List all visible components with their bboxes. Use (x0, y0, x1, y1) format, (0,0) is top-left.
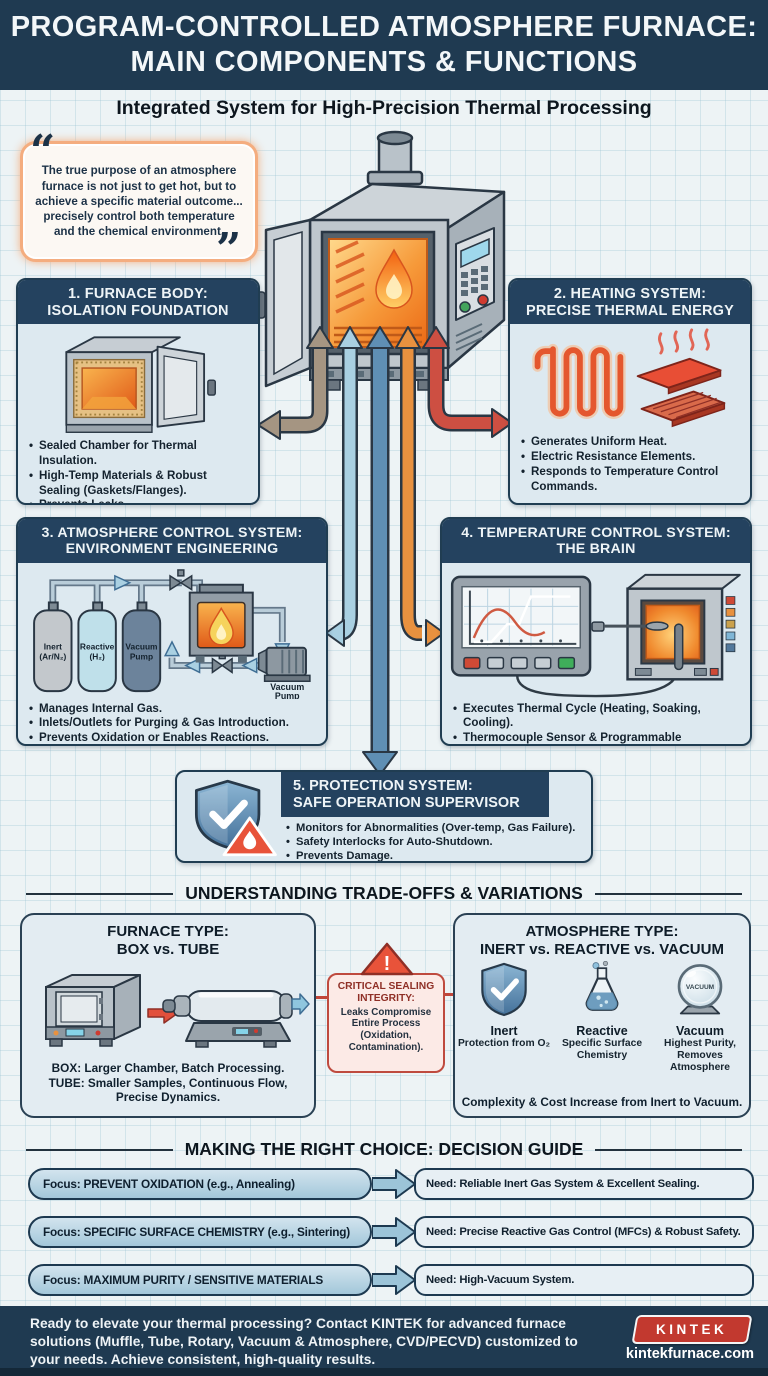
section-5-protection-system: 5. PROTECTION SYSTEM: SAFE OPERATION SUP… (175, 770, 593, 863)
page-subtitle: Integrated System for High-Precision The… (116, 97, 652, 119)
sealing-body: Leaks Compromise Entire Process (Oxidati… (340, 1006, 432, 1053)
bullet: Executes Thermal Cycle (Heating, Soaking… (452, 702, 742, 731)
shield-check-fire-icon (194, 779, 277, 857)
footer-url: kintekfurnace.com (625, 1346, 755, 1362)
footer-cta-text: Ready to elevate your thermal processing… (30, 1316, 578, 1368)
bullet: Prevents Damage. (285, 849, 585, 861)
svg-text:Pump: Pump (275, 691, 300, 699)
tube-label: TUBE: (48, 1075, 85, 1090)
bullet: Generates Uniform Heat. (520, 435, 742, 450)
svg-text:(Ar/N₂): (Ar/N₂) (39, 651, 66, 661)
page-title-line1: PROGRAM-CONTROLLED ATMOSPHERE FURNACE: (10, 10, 758, 43)
section-3-bullets: Manages Internal Gas. Inlets/Outlets for… (28, 702, 318, 744)
decision-row-1-need: Need: Reliable Inert Gas System & Excell… (414, 1168, 754, 1200)
sealing-connector-left (313, 996, 329, 999)
bullet: Safety Interlocks for Auto-Shutdown. (285, 835, 585, 849)
bullet: Prevents Leaks. (28, 498, 250, 503)
box-vs-tube-icon (45, 974, 310, 1048)
decision-row-2-need: Need: Precise Reactive Gas Control (MFCs… (414, 1216, 754, 1248)
decision-row-2-focus: Focus: SPECIFIC SURFACE CHEMISTRY (e.g.,… (28, 1216, 372, 1248)
svg-text:Pump: Pump (130, 651, 153, 661)
bullet: Thermocouple Sensor & Programmable Contr… (452, 731, 742, 744)
flask-icon (585, 960, 619, 1011)
tradeoffs-heading: UNDERSTANDING TRADE-OFFS & VARIATIONS (185, 883, 583, 903)
bullet: Electric Resistance Elements. (520, 450, 742, 465)
flame-icon (375, 248, 413, 309)
cylinder-vacuum-label: Vacuum (125, 641, 157, 651)
section-2-bullets: Generates Uniform Heat. Electric Resista… (520, 435, 742, 494)
footer-bottom-strip (0, 1368, 768, 1376)
bullet: Manages Internal Gas. (28, 702, 318, 717)
section-4-header: 4. TEMPERATURE CONTROL SYSTEM: THE BRAIN (442, 519, 750, 563)
decision-arrow-icon (372, 1217, 416, 1247)
section-3-header: 3. ATMOSPHERE CONTROL SYSTEM: ENVIRONMEN… (18, 519, 326, 563)
gas-system-icon: Inert (Ar/N₂) Reactive (H₂) Vacuum Pump … (33, 568, 311, 699)
sealing-warning-box: CRITICAL SEALING INTEGRITY: Leaks Compro… (327, 973, 445, 1073)
open-quote-icon: “ (30, 126, 56, 177)
cylinder-inert-label: Inert (44, 641, 62, 651)
furnace-type-captions: BOX: Larger Chamber, Batch Processing. T… (48, 1061, 288, 1105)
decision-heading: MAKING THE RIGHT CHOICE: DECISION GUIDE (184, 1139, 584, 1159)
section-4-bullets: Executes Thermal Cycle (Heating, Soaking… (452, 702, 742, 744)
decision-row-1-focus: Focus: PREVENT OXIDATION (e.g., Annealin… (28, 1168, 372, 1200)
tradeoffs-divider: UNDERSTANDING TRADE-OFFS & VARIATIONS (0, 883, 768, 904)
close-quote-icon: ” (216, 224, 242, 275)
section-5-header: 5. PROTECTION SYSTEM: SAFE OPERATION SUP… (281, 772, 549, 818)
decision-arrow-icon (372, 1169, 416, 1199)
decision-row-3-focus: Focus: MAXIMUM PURITY / SENSITIVE MATERI… (28, 1264, 372, 1296)
section-1-header: 1. FURNACE BODY: ISOLATION FOUNDATION (18, 280, 258, 325)
atmosphere-columns: Inert Protection from O₂ Reactive Specif… (455, 960, 749, 1074)
section-5-bullets: Monitors for Abnormalities (Over-temp, G… (285, 821, 585, 861)
section-3-atmosphere-control: 3. ATMOSPHERE CONTROL SYSTEM: ENVIRONMEN… (16, 517, 328, 746)
quote-box: The true purpose of an atmosphere furnac… (20, 141, 258, 262)
furnace-type-title: FURNACE TYPE: BOX vs. TUBE (107, 923, 229, 958)
section-4-temperature-control: 4. TEMPERATURE CONTROL SYSTEM: THE BRAIN (440, 517, 752, 746)
kintek-logo: KINTEK (631, 1315, 753, 1344)
vacuum-pump-label: Vacuum (270, 682, 304, 692)
bullet: Responds to Temperature Control Commands… (520, 465, 742, 494)
svg-text:!: ! (384, 953, 391, 975)
bullet: Monitors for Abnormalities (Over-temp, G… (285, 821, 585, 835)
atmosphere-type-box: ATMOSPHERE TYPE: INERT vs. REACTIVE vs. … (453, 913, 751, 1118)
cylinder-reactive-label: Reactive (80, 641, 115, 651)
section-1-bullets: Sealed Chamber for Thermal Insulation. H… (28, 439, 250, 503)
box-label: BOX: (51, 1061, 82, 1075)
bullet: Inlets/Outlets for Purging & Gas Introdu… (28, 716, 318, 731)
chimney-icon (366, 130, 424, 186)
decision-row-3-need: Need: High-Vacuum System. (414, 1264, 754, 1296)
heating-elements-icon (532, 328, 726, 428)
atmosphere-col-reactive: Reactive Specific Surface Chemistry (553, 960, 651, 1074)
quote-text: The true purpose of an atmosphere furnac… (35, 164, 243, 239)
page-header: PROGRAM-CONTROLLED ATMOSPHERE FURNACE: M… (0, 0, 768, 90)
furnace-type-box: FURNACE TYPE: BOX vs. TUBE (20, 913, 316, 1118)
atmosphere-type-title: ATMOSPHERE TYPE: INERT vs. REACTIVE vs. … (480, 923, 724, 958)
sealing-connector-right (443, 993, 455, 996)
bullet: Sealed Chamber for Thermal Insulation. (28, 439, 250, 468)
vacuum-sphere-icon: VACUUM (677, 964, 723, 1015)
furnace-door-open (256, 218, 312, 388)
section-2-header: 2. HEATING SYSTEM: PRECISE THERMAL ENERG… (510, 280, 750, 325)
sealing-title: CRITICAL SEALING INTEGRITY: (337, 981, 435, 1005)
control-panel-icon (455, 227, 495, 321)
system-connector-arrows (257, 326, 513, 776)
atmosphere-note: Complexity & Cost Increase from Inert to… (461, 1095, 743, 1109)
page-title-line2: MAIN COMPONENTS & FUNCTIONS (130, 46, 638, 78)
decision-arrow-icon (372, 1265, 416, 1295)
footer: Ready to elevate your thermal processing… (0, 1306, 768, 1376)
atmosphere-col-vacuum: VACUUM Vacuum Highest Purity, Removes At… (651, 961, 749, 1074)
section-2-heating-system: 2. HEATING SYSTEM: PRECISE THERMAL ENERG… (508, 278, 752, 505)
section-1-furnace-body: 1. FURNACE BODY: ISOLATION FOUNDATION Se… (16, 278, 260, 505)
decision-divider: MAKING THE RIGHT CHOICE: DECISION GUIDE (0, 1139, 768, 1160)
bullet: High-Temp Materials & Robust Sealing (Ga… (28, 469, 250, 498)
bullet: Prevents Oxidation or Enables Reactions. (28, 731, 318, 744)
furnace-body-icon (65, 336, 216, 434)
controller-icon (450, 573, 741, 697)
shield-icon (481, 962, 527, 1017)
atmosphere-col-inert: Inert Protection from O₂ (455, 961, 553, 1074)
svg-text:(H₂): (H₂) (89, 651, 105, 661)
svg-text:VACUUM: VACUUM (686, 984, 715, 991)
warning-triangle-icon: ! (360, 942, 414, 976)
